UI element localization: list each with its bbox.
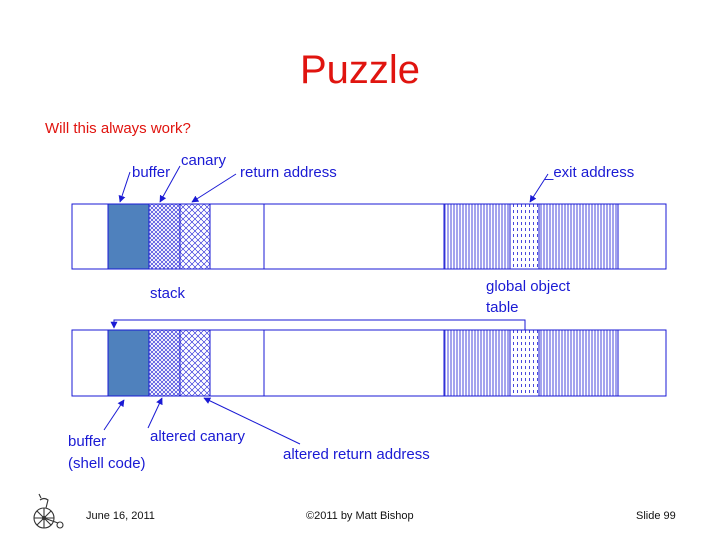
footer-copyright: ©2011 by Matt Bishop bbox=[306, 510, 414, 522]
top-exit-address-block bbox=[509, 203, 540, 270]
top-return-address-block bbox=[179, 203, 211, 270]
exit-to-buffer-connector bbox=[110, 319, 526, 330]
slide-title: Puzzle bbox=[299, 48, 421, 92]
buffer-top-label: buffer bbox=[132, 164, 171, 181]
bottom-canary-block bbox=[148, 329, 181, 397]
top-global-table-right bbox=[538, 203, 619, 270]
footer-date: June 16, 2011 bbox=[86, 510, 155, 522]
return-address-top-label: return address bbox=[240, 164, 337, 181]
global-object-table-label-line2: table bbox=[486, 299, 519, 316]
top-buffer-block bbox=[107, 203, 150, 270]
canary-top-label: canary bbox=[181, 152, 227, 169]
bottom-global-table-left bbox=[443, 329, 511, 397]
footer-slide-number: Slide 99 bbox=[636, 510, 676, 522]
return-address-top-arrow bbox=[191, 173, 237, 203]
altered-canary-arrow bbox=[147, 397, 163, 429]
top-global-table-left bbox=[443, 203, 511, 270]
stack-label: stack bbox=[150, 285, 186, 302]
global-object-table-label-line1: global object bbox=[486, 278, 571, 295]
exit-address-label: _exit address bbox=[545, 164, 635, 181]
altered-canary-label: altered canary bbox=[150, 428, 246, 445]
buffer-bottom-label-line2: (shell code) bbox=[68, 455, 146, 472]
buffer-top-arrow bbox=[118, 171, 131, 203]
top-canary-block bbox=[148, 203, 181, 270]
bottom-buffer-block bbox=[107, 329, 150, 397]
altered-return-address-arrow bbox=[203, 397, 301, 445]
penny-farthing-bicycle-icon bbox=[33, 493, 64, 529]
canary-top-arrow bbox=[159, 165, 181, 203]
bottom-global-table-right bbox=[538, 329, 619, 397]
bottom-exit-address-block bbox=[509, 329, 540, 397]
bottom-return-address-block bbox=[179, 329, 211, 397]
exit-address-arrow bbox=[529, 173, 549, 203]
question-text: Will this always work? bbox=[45, 120, 191, 137]
bottom-memory-bar bbox=[71, 329, 667, 397]
top-memory-bar bbox=[71, 203, 667, 270]
buffer-bottom-label-line1: buffer bbox=[68, 433, 107, 450]
altered-return-address-label: altered return address bbox=[283, 446, 430, 463]
buffer-bottom-arrow bbox=[103, 399, 125, 431]
top-bar-outline bbox=[71, 203, 667, 270]
bottom-bar-outline bbox=[71, 329, 667, 397]
